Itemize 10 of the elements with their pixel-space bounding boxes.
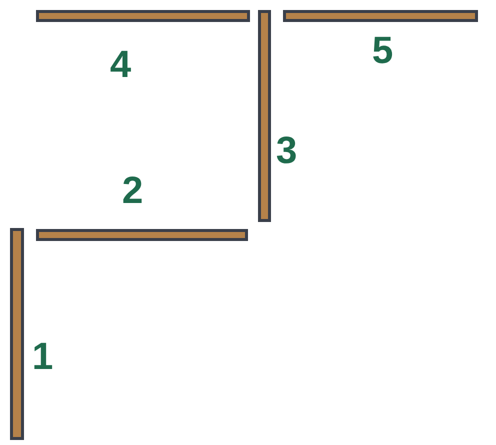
number-label: 5 (372, 32, 394, 70)
wooden-bar (10, 228, 24, 440)
wooden-bar (36, 229, 248, 241)
number-label: 3 (276, 132, 298, 170)
number-label: 4 (110, 46, 132, 84)
wooden-bar (258, 10, 271, 222)
wooden-bar (36, 10, 250, 22)
number-label: 2 (122, 172, 144, 210)
number-label: 1 (32, 338, 54, 376)
wooden-bar (283, 10, 478, 22)
